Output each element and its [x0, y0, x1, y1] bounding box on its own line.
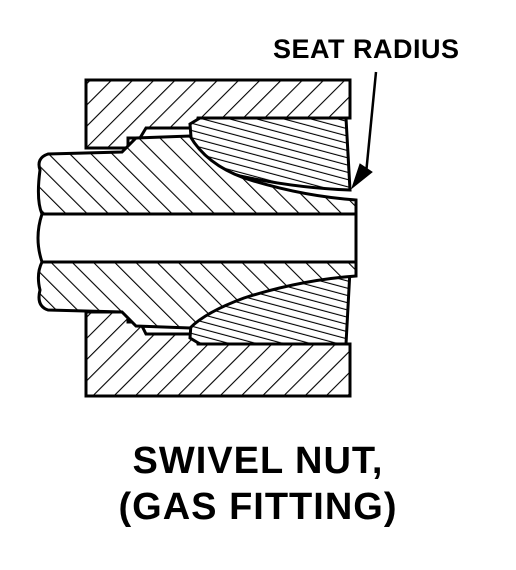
- seat-radius-arrowhead: [350, 163, 373, 190]
- caption-line-2: (GAS FITTING): [118, 486, 398, 528]
- tube-bore: [36, 212, 358, 264]
- caption-line-1: SWIVEL NUT,: [132, 440, 384, 482]
- nut-body-upper: [84, 78, 352, 150]
- sleeve-lower: [36, 260, 358, 330]
- seat-radius-label: SEAT RADIUS: [273, 34, 460, 64]
- sleeve-upper: [36, 134, 358, 216]
- seat-radius-leader-line: [364, 71, 378, 175]
